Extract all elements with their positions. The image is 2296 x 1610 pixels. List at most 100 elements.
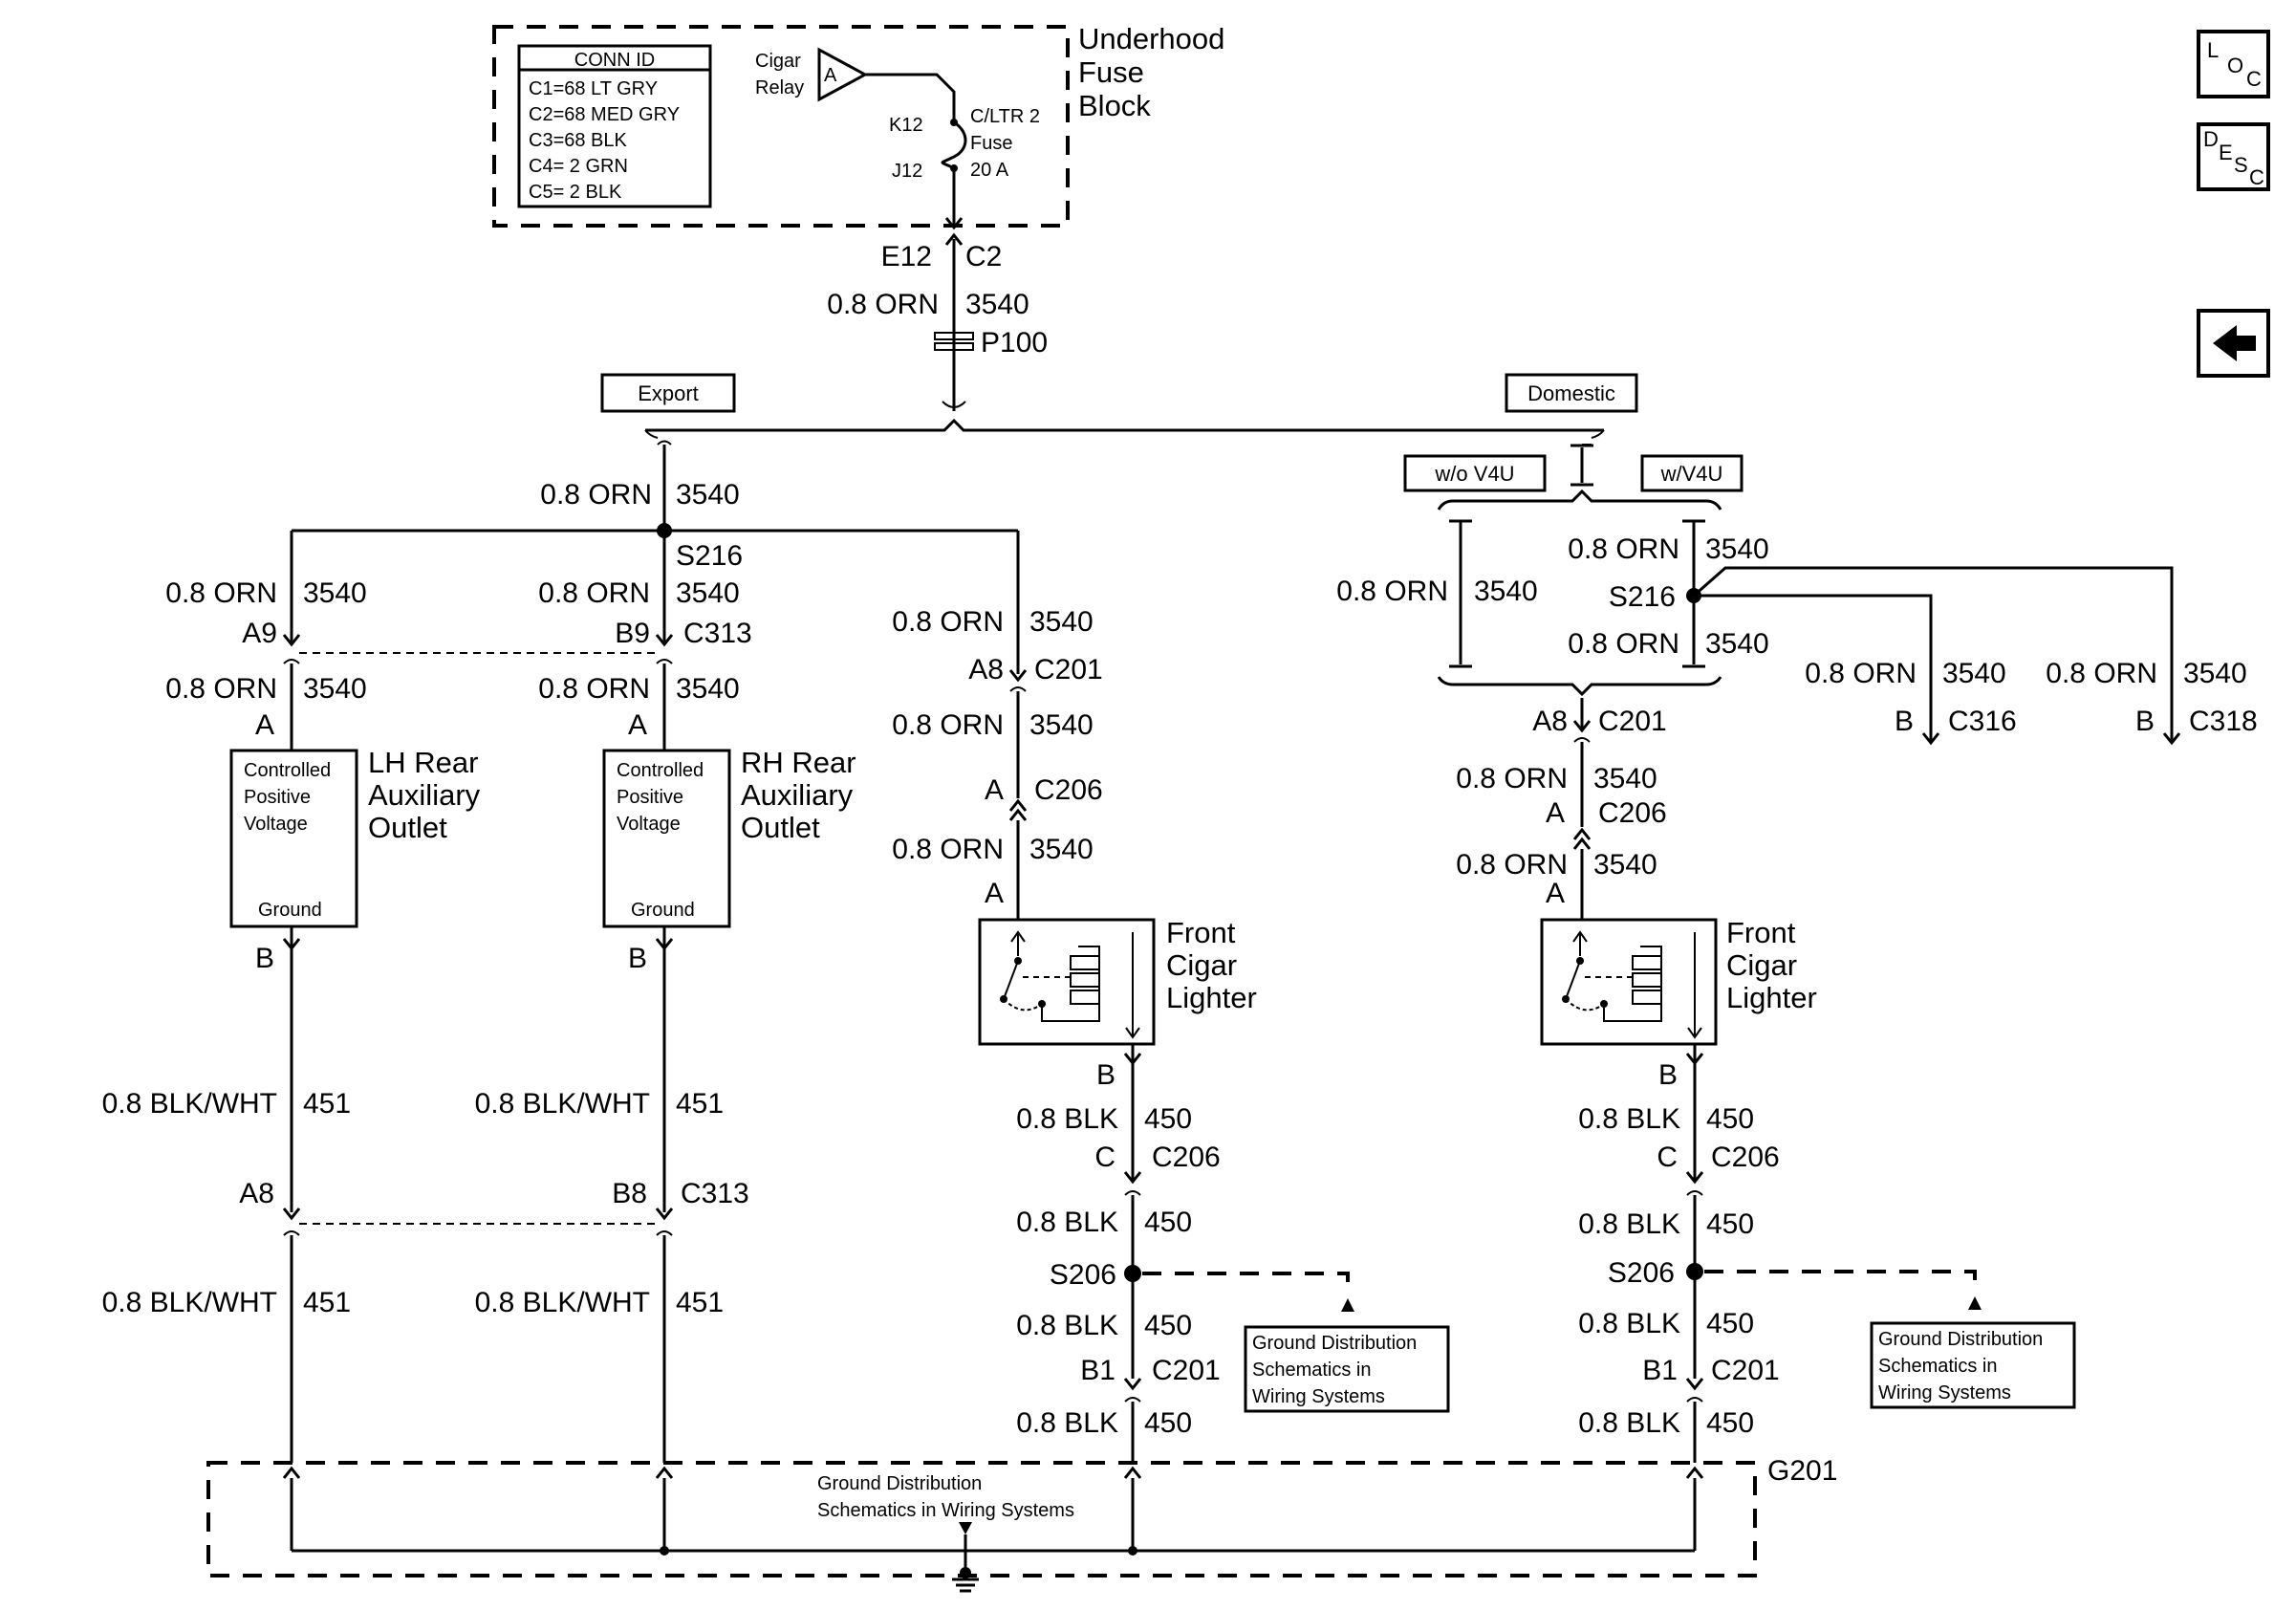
fuse-label-2: Fuse <box>970 133 1012 154</box>
domestic-circuit: 3540 <box>1593 763 1657 794</box>
loc-button[interactable]: L O C <box>2197 30 2270 98</box>
export-lighter-title-2: Cigar <box>1166 948 1237 982</box>
domestic-c206: C206 <box>1598 797 1667 829</box>
export-lighter-circuit-2: 3540 <box>1029 709 1094 741</box>
rh-outlet-title-1: RH Rear <box>741 746 856 779</box>
domestic-lighter-pin-c: C <box>1657 1142 1678 1173</box>
export-lighter-circuit: 3540 <box>1029 606 1094 638</box>
lh-outlet-title-1: LH Rear <box>368 746 478 779</box>
export-option-label: Export <box>638 381 699 405</box>
inline-connector-label: P100 <box>981 327 1048 359</box>
back-arrow-button[interactable] <box>2197 309 2270 378</box>
c316-circuit: 3540 <box>1942 658 2006 689</box>
lh-pin-a9: A9 <box>242 618 277 649</box>
export-wire-size: 0.8 ORN <box>540 479 652 511</box>
export-lighter-pin-a8: A8 <box>968 654 1004 685</box>
export-lighter-c450-3: 450 <box>1144 1310 1192 1341</box>
c318-label: C318 <box>2189 706 2258 737</box>
domestic-pin-a-2: A <box>1546 878 1565 909</box>
export-lighter-title-1: Front <box>1166 916 1236 949</box>
domestic-lighter-title-2: Cigar <box>1726 948 1797 982</box>
ground-ref-text: Ground Distribution <box>1252 1333 1417 1354</box>
ground-connectors <box>282 1466 1704 1556</box>
lh-circuit-2: 3540 <box>303 673 367 705</box>
outlet-text: Ground <box>631 900 695 921</box>
domestic-lighter-blk-3: 0.8 BLK <box>1578 1308 1680 1339</box>
c318-pin-b: B <box>2135 706 2155 737</box>
rh-pin-b: B <box>628 943 647 974</box>
rh-circuit: 3540 <box>676 577 740 609</box>
lh-wire-size: 0.8 ORN <box>165 577 277 609</box>
ground-ref-text: Ground Distribution <box>1878 1329 2043 1350</box>
export-circuit: 3540 <box>676 479 740 511</box>
export-lighter-wire: 0.8 ORN <box>892 606 1004 638</box>
relay-label-2: Relay <box>755 77 804 98</box>
rh-pin-b8: B8 <box>612 1178 647 1209</box>
desc-button[interactable]: D E S C <box>2197 122 2270 191</box>
domestic-lighter-title-1: Front <box>1726 916 1796 949</box>
fuse-block-title-3: Block <box>1078 89 1151 122</box>
rh-rear-outlet: Controlled Positive Voltage Ground <box>602 749 731 928</box>
ground-icon <box>952 1522 979 1593</box>
domestic-lighter-c201: C201 <box>1711 1355 1780 1386</box>
outlet-text: Ground <box>258 900 322 921</box>
lh-circuit: 3540 <box>303 577 367 609</box>
splice-dot <box>1686 1263 1703 1280</box>
lh-outlet-title-3: Outlet <box>368 811 447 844</box>
w-v4u-circuit-2: 3540 <box>1705 628 1769 660</box>
export-ground-ref-box: Ground Distribution Schematics in Wiring… <box>1244 1325 1450 1413</box>
domestic-lighter-blk-2: 0.8 BLK <box>1578 1208 1680 1240</box>
outlet-text: Voltage <box>617 814 681 835</box>
c316-wire: 0.8 ORN <box>1805 658 1917 689</box>
loc-letter-o: O <box>2227 54 2243 77</box>
outlet-text: Voltage <box>244 814 308 835</box>
ground-main-text-2: Schematics in Wiring Systems <box>817 1500 1074 1521</box>
lh-rear-outlet: Controlled Positive Voltage Ground <box>229 749 358 928</box>
domestic-pin-a: A <box>1546 797 1565 829</box>
export-splice-label: S216 <box>676 540 743 572</box>
c318-circuit: 3540 <box>2183 658 2247 689</box>
rh-ground-circuit: 451 <box>676 1088 724 1120</box>
domestic-lighter-c206: C206 <box>1711 1142 1780 1173</box>
loc-letter-l: L <box>2207 38 2219 62</box>
domestic-lighter-c450: 450 <box>1706 1103 1754 1135</box>
w-v4u-wire-2: 0.8 ORN <box>1568 628 1679 660</box>
domestic-c201: C201 <box>1598 706 1667 737</box>
ground-ref-text: Schematics in <box>1878 1356 1998 1377</box>
ground-ref-text: Schematics in <box>1252 1360 1372 1381</box>
conn-id-row: C2=68 MED GRY <box>529 104 680 125</box>
fuse-block-title-1: Underhood <box>1078 22 1224 55</box>
main-feed-circuit: 3540 <box>965 289 1029 320</box>
ground-main-text-1: Ground Distribution <box>817 1473 982 1494</box>
main-feed-pin: E12 <box>881 241 932 272</box>
lh-pin-a8: A8 <box>239 1178 274 1209</box>
domestic-splice-s206: S206 <box>1608 1257 1675 1289</box>
back-arrow-icon <box>2213 325 2256 361</box>
domestic-ground-ref-box: Ground Distribution Schematics in Wiring… <box>1870 1321 2076 1409</box>
c316-pin-b: B <box>1895 706 1914 737</box>
relay-label-1: Cigar <box>755 51 801 72</box>
rh-pin-a: A <box>628 709 647 741</box>
export-lighter-pin-a-2: A <box>985 878 1004 909</box>
w-v4u-wire: 0.8 ORN <box>1568 533 1679 565</box>
export-lighter-blk-3: 0.8 BLK <box>1016 1310 1118 1341</box>
outlet-text: Positive <box>244 787 311 808</box>
rh-wire-size: 0.8 ORN <box>538 577 650 609</box>
ref-arrow-icon <box>1341 1298 1354 1312</box>
conn-id-row: C5= 2 BLK <box>529 182 622 203</box>
export-lighter-c201-2: C201 <box>1152 1355 1221 1386</box>
domestic-option-label: Domestic <box>1527 381 1615 405</box>
rh-outlet-title-3: Outlet <box>741 811 820 844</box>
conn-id-row: C3=68 BLK <box>529 130 628 151</box>
rh-wire-size-2: 0.8 ORN <box>538 673 650 705</box>
conn-id-title: CONN ID <box>574 50 655 71</box>
ref-arrow-icon <box>1968 1296 1982 1310</box>
domestic-lighter-pin-b: B <box>1658 1059 1678 1091</box>
loc-letter-c: C <box>2246 67 2262 91</box>
export-lighter-c450-2: 450 <box>1144 1207 1192 1238</box>
export-lighter-blk-4: 0.8 BLK <box>1016 1407 1118 1439</box>
fuse-label-1: C/LTR 2 <box>970 106 1040 127</box>
export-lighter-title-3: Lighter <box>1166 981 1257 1014</box>
